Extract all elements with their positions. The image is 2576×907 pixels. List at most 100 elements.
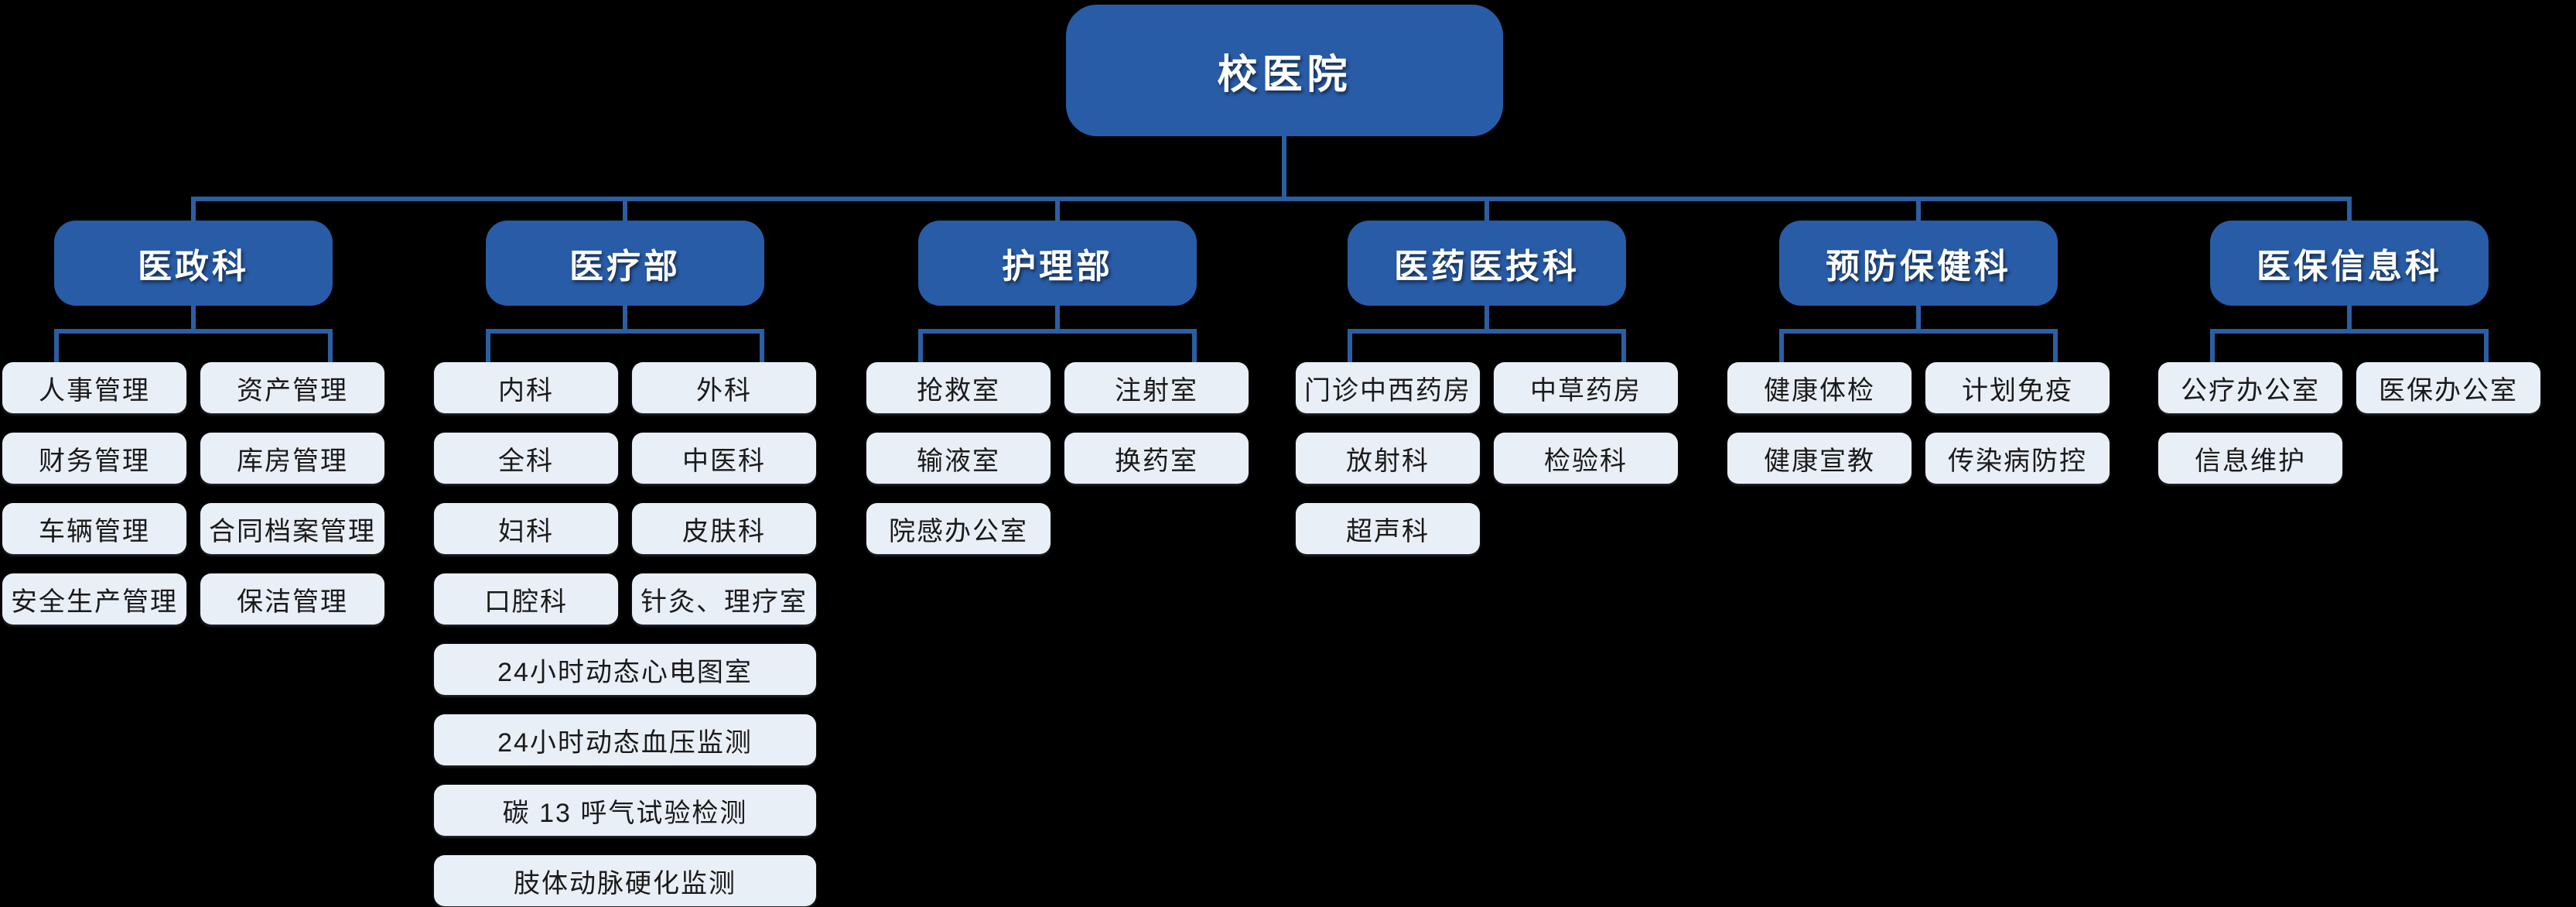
connector-drop-left (1779, 329, 1784, 367)
connector-trunk-stub-medical-administration (191, 201, 196, 221)
leaf-label: 抢救室 (917, 375, 1000, 406)
connector-branch-bar (486, 329, 764, 334)
branch-children-nursing-department: 抢救室 注射室输液室 换药室院感办公室 (866, 362, 1249, 554)
leaf-label: 保洁管理 (237, 587, 348, 617)
leaf-node-wide: 肢体动脉硬化监测 (434, 855, 816, 906)
connector-drop-right (2484, 329, 2489, 367)
leaf-label: 碳 13 呼气试验检测 (502, 798, 748, 828)
leaf-label: 信息维护 (2195, 446, 2306, 476)
leaf-label: 全科 (498, 446, 554, 476)
connector-trunk-bar (191, 197, 2352, 201)
leaf-label: 中医科 (682, 446, 766, 476)
leaf-label: 妇科 (498, 516, 554, 546)
leaf-label: 检验科 (1544, 446, 1628, 476)
leaf-node: 中医科 (632, 433, 816, 484)
branch-header-nursing-department: 护理部 (918, 221, 1197, 306)
leaf-label: 口腔科 (484, 587, 568, 617)
branch-header-medical-department: 医疗部 (486, 221, 764, 306)
leaf-node-wide: 24小时动态血压监测 (434, 714, 816, 765)
leaf-node: 保洁管理 (200, 573, 384, 625)
leaf-label: 财务管理 (39, 446, 150, 476)
leaf-label: 肢体动脉硬化监测 (514, 868, 736, 898)
connector-branch-bar (54, 329, 333, 334)
branch-children-medical-administration: 人事管理资产管理财务管理库房管理车辆管理合同档案管理安全生产管理保洁管理 (2, 362, 384, 625)
connector-branch-bar (2210, 329, 2489, 334)
leaf-label: 输液室 (917, 446, 1000, 476)
connector-branch-bar (918, 329, 1197, 334)
connector-drop-right (2053, 329, 2058, 367)
branch-preventive-healthcare: 预防保健科健康体检 计划免疫健康宣教 传染病防控 (1727, 221, 2110, 907)
leaf-label: 外科 (696, 375, 752, 406)
connector-drop-left (918, 329, 923, 367)
leaf-label: 公疗办公室 (2181, 375, 2320, 406)
leaf-node: 外科 (632, 362, 816, 413)
leaf-node: 换药室 (1064, 433, 1249, 484)
leaf-label: 车辆管理 (39, 516, 150, 546)
branch-header-insurance-information: 医保信息科 (2210, 221, 2489, 306)
leaf-label: 资产管理 (237, 375, 348, 406)
leaf-node: 超声科 (1296, 503, 1480, 554)
branch-pharmacy-medical-tech: 医药医技科门诊中西药房 中草药房放射科 检验科超声科 (1296, 221, 1678, 907)
connector-drop-left (1348, 329, 1352, 367)
connector-branch-bar (1779, 329, 2058, 334)
connector-header-stem (1484, 306, 1489, 329)
connector-drop-right (1621, 329, 1626, 367)
leaf-node: 口腔科 (434, 573, 618, 625)
leaf-node: 全科 (434, 433, 618, 484)
connector-trunk-stub-insurance-information (2347, 201, 2352, 221)
leaf-label: 计划免疫 (1962, 375, 2073, 406)
branch-medical-administration: 医政科人事管理资产管理财务管理库房管理车辆管理合同档案管理安全生产管理保洁管理 (2, 221, 384, 907)
leaf-node: 输液室 (866, 433, 1051, 484)
leaf-node: 健康宣教 (1727, 433, 1912, 484)
branch-header-preventive-healthcare: 预防保健科 (1779, 221, 2058, 306)
leaf-node: 注射室 (1064, 362, 1249, 413)
leaf-label: 安全生产管理 (11, 587, 178, 617)
connector-header-stem (623, 306, 627, 329)
leaf-node: 健康体检 (1727, 362, 1912, 413)
branch-title: 医保信息科 (2257, 248, 2442, 286)
leaf-label: 超声科 (1346, 516, 1430, 546)
leaf-label: 24小时动态心电图室 (497, 657, 753, 687)
branch-title: 护理部 (1002, 248, 1113, 286)
leaf-node: 合同档案管理 (200, 503, 384, 554)
connector-trunk-stub-nursing-department (1055, 201, 1060, 221)
branch-children-preventive-healthcare: 健康体检 计划免疫健康宣教 传染病防控 (1727, 362, 2110, 484)
leaf-label: 内科 (498, 375, 554, 406)
connector-trunk-stub-medical-department (623, 201, 627, 221)
root-label: 校医院 (1217, 52, 1352, 98)
branch-children-medical-department: 内科 外科全科 中医科妇科 皮肤科口腔科 针灸、理疗室 24小时动态心电图室 24小时动态血… (434, 362, 816, 906)
branch-header-pharmacy-medical-tech: 医药医技科 (1348, 221, 1626, 306)
leaf-node: 信息维护 (2158, 433, 2342, 484)
root-node: 校医院 (1066, 5, 1503, 136)
leaf-label: 注射室 (1115, 375, 1198, 406)
branch-children-pharmacy-medical-tech: 门诊中西药房 中草药房放射科 检验科超声科 (1296, 362, 1678, 554)
leaf-node: 放射科 (1296, 433, 1480, 484)
leaf-node: 针灸、理疗室 (632, 573, 816, 625)
leaf-label: 院感办公室 (889, 516, 1028, 546)
leaf-node: 检验科 (1494, 433, 1678, 484)
leaf-node: 抢救室 (866, 362, 1051, 413)
leaf-label: 健康宣教 (1764, 446, 1875, 476)
leaf-label: 人事管理 (39, 375, 150, 406)
leaf-label: 合同档案管理 (209, 516, 376, 546)
leaf-label: 放射科 (1346, 446, 1430, 476)
branch-title: 医疗部 (569, 248, 681, 286)
leaf-label: 医保办公室 (2379, 375, 2518, 406)
leaf-label: 中草药房 (1530, 375, 1642, 406)
leaf-label: 皮肤科 (682, 516, 766, 546)
leaf-node-wide: 碳 13 呼气试验检测 (434, 785, 816, 836)
connector-header-stem (1055, 306, 1060, 329)
leaf-node: 公疗办公室 (2158, 362, 2342, 413)
leaf-node: 妇科 (434, 503, 618, 554)
connector-header-stem (2347, 306, 2352, 329)
leaf-node: 安全生产管理 (2, 573, 186, 625)
leaf-node: 门诊中西药房 (1296, 362, 1480, 413)
leaf-node: 中草药房 (1494, 362, 1678, 413)
leaf-node: 人事管理 (2, 362, 186, 413)
leaf-node: 院感办公室 (866, 503, 1051, 554)
leaf-node: 传染病防控 (1925, 433, 2110, 484)
leaf-label: 健康体检 (1764, 375, 1875, 406)
branch-medical-department: 医疗部内科 外科全科 中医科妇科 皮肤科口腔科 针灸、理疗室 24小时动态心电图室 24小时… (434, 221, 816, 907)
connector-branch-bar (1348, 329, 1626, 334)
